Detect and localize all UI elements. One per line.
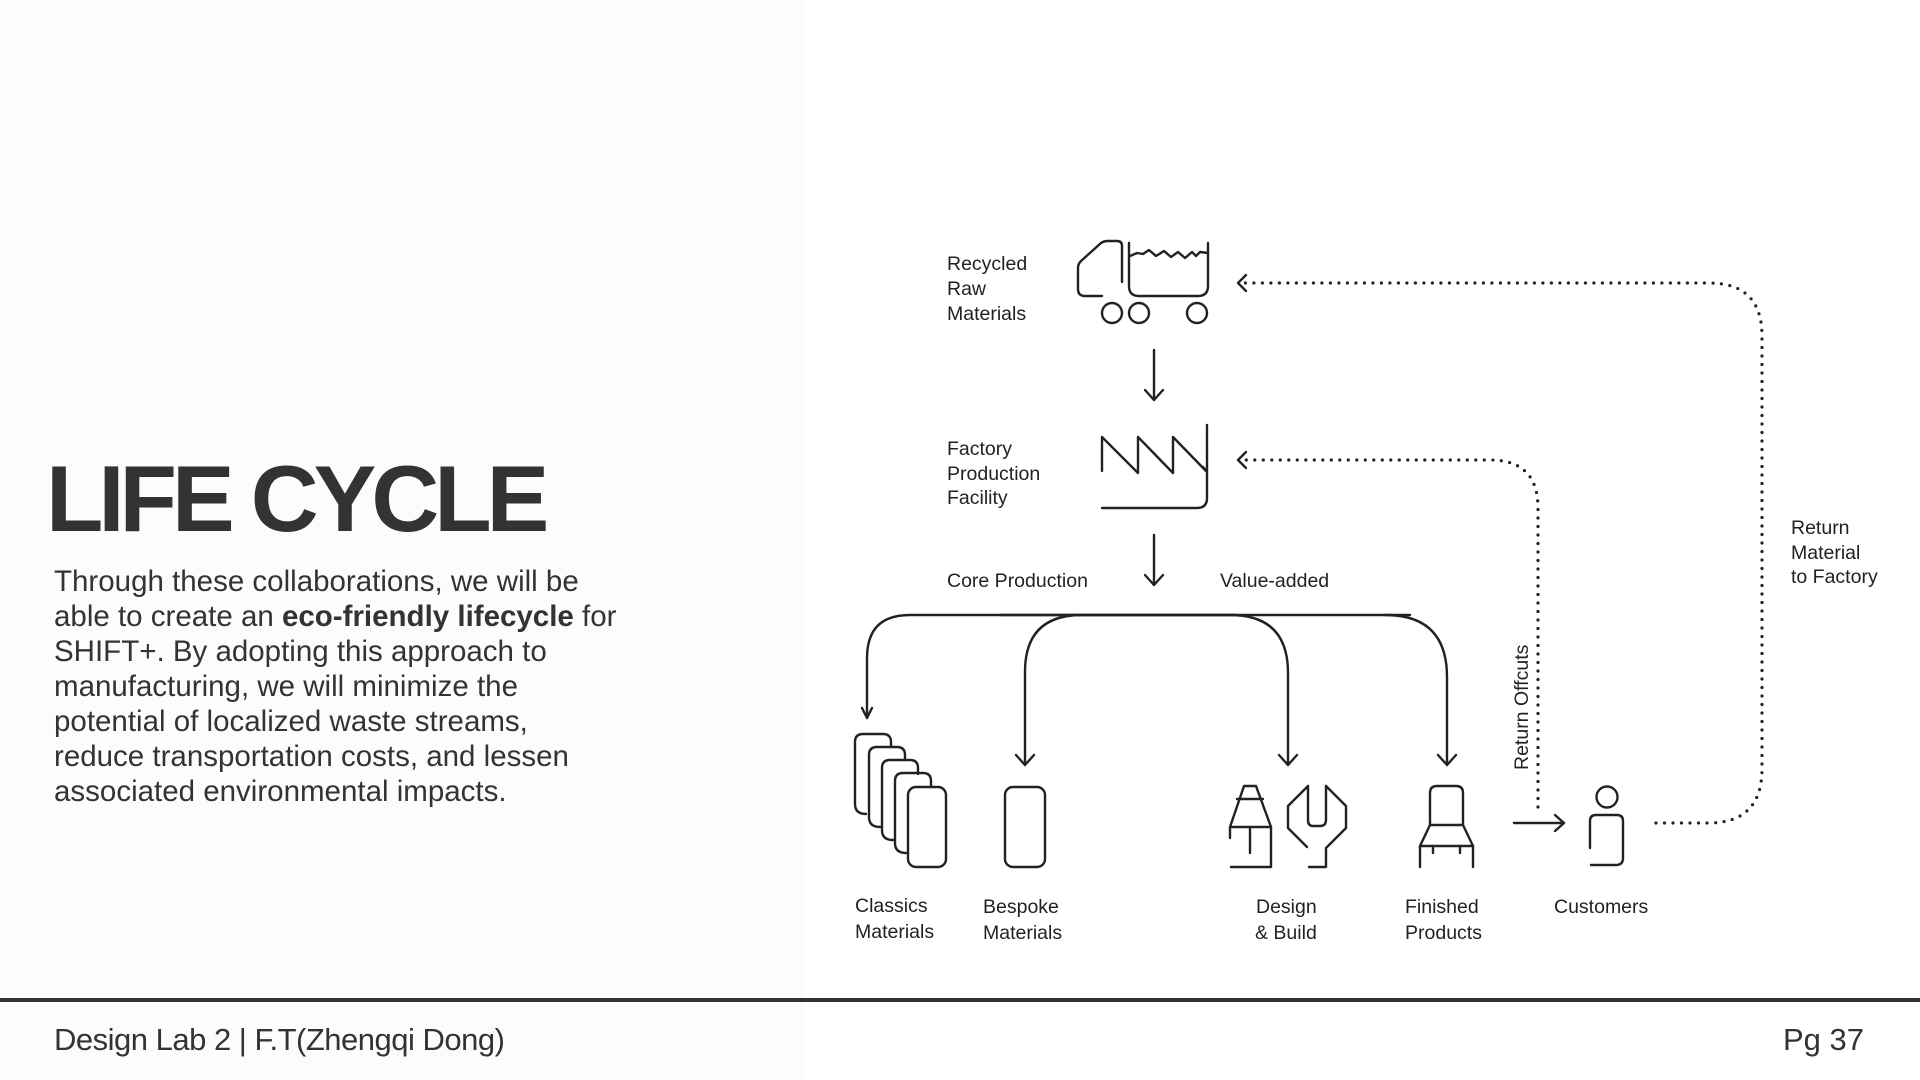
node-finished-products: Finished Products — [1405, 784, 1482, 944]
node-customers: Customers — [1554, 785, 1649, 918]
connector-to-classics — [865, 613, 1412, 720]
node-label-line: Products — [1405, 922, 1482, 944]
node-label-line: Bespoke — [983, 896, 1059, 918]
connector-to-design — [998, 613, 1290, 767]
footer-course-credit: Design Lab 2 | F.T(Zhengqi Dong) — [54, 1022, 505, 1057]
diagram-panel — [805, 0, 1920, 1080]
branch-connectors — [860, 613, 1458, 767]
node-label-line: Raw — [947, 278, 987, 300]
node-classics-materials: Classics Materials — [853, 732, 948, 943]
arrow-to-customers — [1512, 813, 1566, 833]
node-label-line: Materials — [983, 922, 1062, 944]
page-title: LIFE CYCLE — [46, 446, 549, 551]
node-label-line: Recycled — [947, 253, 1027, 275]
return-material-label-line: to Factory — [1791, 566, 1878, 588]
chair-icon — [1418, 784, 1475, 869]
body-text-part1: Through these collaborations, we will be… — [54, 565, 579, 633]
stacked-panels-icon — [853, 732, 948, 869]
footer-divider — [0, 998, 1920, 1002]
node-bespoke-materials: Bespoke Materials — [983, 785, 1062, 944]
branch-label-core-production: Core Production — [947, 570, 1088, 592]
body-paragraph: Through these collaborations, we will be… — [54, 564, 624, 809]
node-label-line: Materials — [947, 303, 1026, 325]
arrowhead-to-truck — [1236, 273, 1248, 293]
node-label-line: Design — [1256, 896, 1317, 918]
body-text-part2: for SHIFT+. By adopting this approach to… — [54, 600, 617, 808]
connector-to-bespoke — [1023, 613, 1237, 767]
pencil-wrench-icon — [1228, 784, 1348, 869]
node-label-line: Materials — [855, 921, 934, 943]
return-material-loop: Return Material to Factory — [1236, 273, 1878, 825]
return-offcuts-label: Return Offcuts — [1511, 644, 1533, 770]
branch-label-value-added: Value-added — [1220, 570, 1329, 592]
arrow-from-factory — [1143, 533, 1165, 587]
node-label-line: Factory — [947, 438, 1012, 460]
node-recycled-raw-materials: Recycled Raw Materials — [947, 239, 1210, 325]
panel-icon — [1003, 785, 1047, 869]
node-label-line: Production — [947, 463, 1040, 485]
truck-icon — [1076, 239, 1210, 325]
body-text-emphasis: eco-friendly lifecycle — [281, 600, 574, 633]
node-label-line: & Build — [1255, 922, 1317, 944]
node-label-line: Classics — [855, 895, 928, 917]
node-label-line: Customers — [1554, 896, 1649, 918]
node-design-and-build: Design & Build — [1228, 784, 1348, 944]
node-factory-production-facility: Factory Production Facility — [947, 423, 1209, 510]
return-offcuts-loop: Return Offcuts — [1236, 450, 1540, 809]
footer-page-number: Pg 37 — [1782, 1022, 1864, 1057]
node-label-line: Finished — [1405, 896, 1479, 918]
return-material-label-line: Return — [1791, 517, 1850, 539]
arrow-to-factory — [1143, 348, 1165, 402]
person-icon — [1588, 785, 1625, 867]
factory-icon — [1100, 423, 1209, 510]
arrowhead-to-factory — [1236, 450, 1248, 470]
connector-to-finished — [1383, 613, 1449, 767]
node-label-line: Facility — [947, 487, 1008, 509]
return-material-label-line: Material — [1791, 542, 1860, 564]
